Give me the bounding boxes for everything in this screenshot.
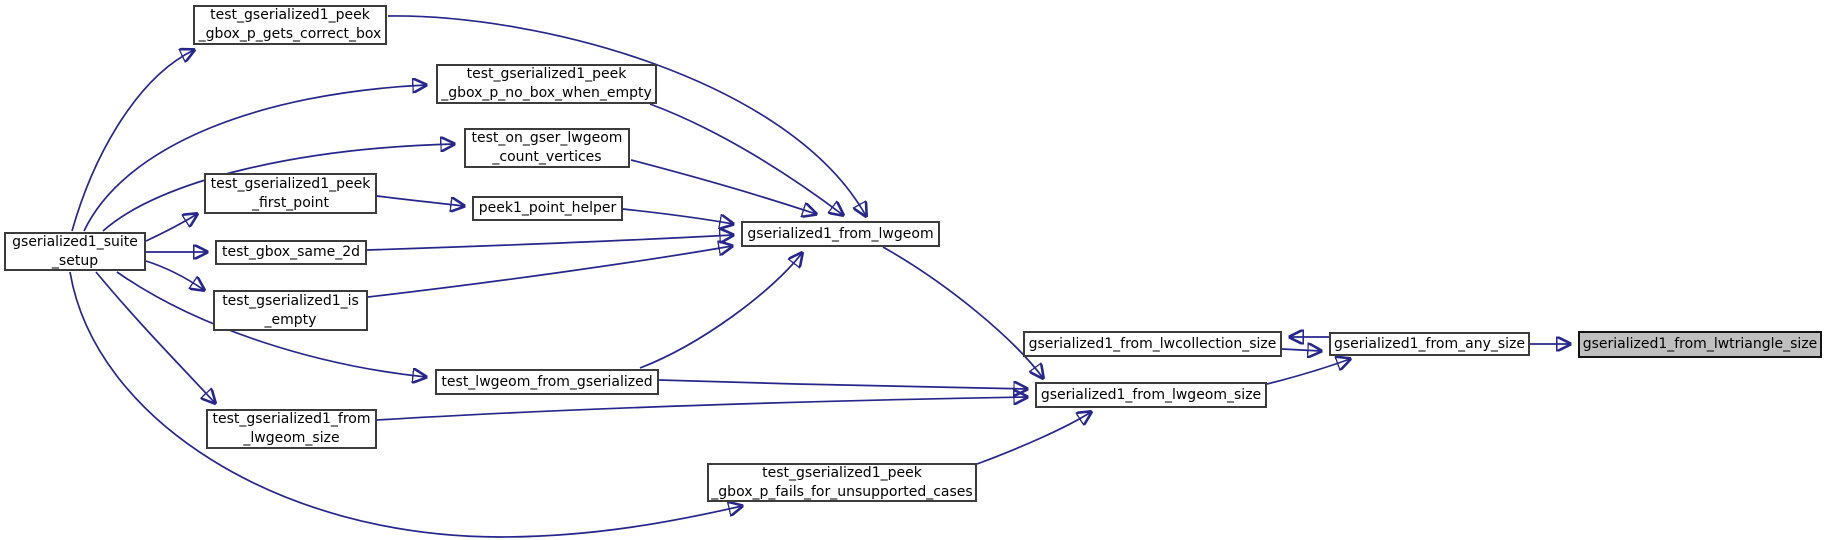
edge-first-point-to-peek1-helper (376, 195, 464, 206)
edge-lwgeom-from-gserialized-to-from-lwgeom (639, 253, 802, 369)
node-test-gserialized1-is-empty[interactable]: test_gserialized1_is _empty (213, 290, 368, 331)
node-gserialized1-suite-setup[interactable]: gserialized1_suite _setup (4, 232, 146, 271)
edge-setup-to-no-box-when-empty (83, 85, 426, 232)
node-test-gserialized1-peek-gbox-p-no-box-when-empty[interactable]: test_gserialized1_peek _gbox_p_no_box_wh… (436, 64, 657, 104)
edge-lwgeom-from-gserialized-to-from-lwgeom-size (658, 379, 1027, 389)
node-gserialized1-from-any-size[interactable]: gserialized1_from_any_size (1329, 332, 1530, 356)
node-gserialized1-from-lwgeom-size[interactable]: gserialized1_from_lwgeom_size (1035, 382, 1267, 408)
node-test-on-gser-lwgeom-count-vertices[interactable]: test_on_gser_lwgeom _count_vertices (464, 128, 630, 168)
node-gserialized1-from-lwcollection-size[interactable]: gserialized1_from_lwcollection_size (1023, 331, 1282, 357)
edge-setup-to-fails-unsupported (69, 271, 742, 538)
edge-setup-to-gets-correct-box (71, 50, 194, 232)
node-test-lwgeom-from-gserialized[interactable]: test_lwgeom_from_gserialized (435, 369, 659, 395)
edge-gets-correct-box-to-from-lwgeom (387, 15, 866, 216)
edge-no-box-when-empty-to-from-lwgeom (649, 103, 843, 215)
node-test-gserialized1-from-lwgeom-size[interactable]: test_gserialized1_from _lwgeom_size (206, 409, 377, 449)
edge-peek1-helper-to-from-lwgeom (622, 208, 733, 224)
edge-gbox-same-2d-to-from-lwgeom (366, 235, 733, 251)
edge-fails-unsupported-to-from-lwgeom-size (976, 412, 1091, 465)
node-gserialized1-from-lwtriangle-size: gserialized1_from_lwtriangle_size (1578, 331, 1822, 358)
edge-count-vertices-to-from-lwgeom (630, 159, 816, 214)
edge-setup-to-first-point (145, 214, 197, 242)
node-test-gbox-same-2d[interactable]: test_gbox_same_2d (215, 240, 367, 265)
node-test-gserialized1-peek-gbox-p-gets-correct-box[interactable]: test_gserialized1_peek _gbox_p_gets_corr… (193, 5, 387, 45)
edge-setup-to-count-vertices (102, 144, 454, 232)
edge-setup-to-is-empty (145, 260, 204, 290)
edge-test-from-lwgeom-size-to-from-lwgeom-size (376, 397, 1027, 421)
node-test-gserialized1-peek-gbox-p-fails-for-unsupported-cases[interactable]: test_gserialized1_peek _gbox_p_fails_for… (707, 463, 977, 502)
node-gserialized1-from-lwgeom[interactable]: gserialized1_from_lwgeom (741, 221, 940, 247)
edge-setup-to-lwgeom-from-gserialized (116, 271, 426, 377)
edge-from-lwgeom-to-from-lwgeom-size (882, 246, 1043, 378)
edge-setup-to-test-from-lwgeom-size (95, 271, 215, 403)
edge-is-empty-to-from-lwgeom (367, 246, 732, 298)
edge-from-lwgeom-size-to-from-any-size (1266, 359, 1350, 385)
node-peek1-point-helper[interactable]: peek1_point_helper (472, 196, 623, 221)
node-test-gserialized1-peek-first-point[interactable]: test_gserialized1_peek _first_point (204, 173, 377, 214)
edge-from-lwcollection-size-to-from-any-size (1281, 349, 1321, 351)
